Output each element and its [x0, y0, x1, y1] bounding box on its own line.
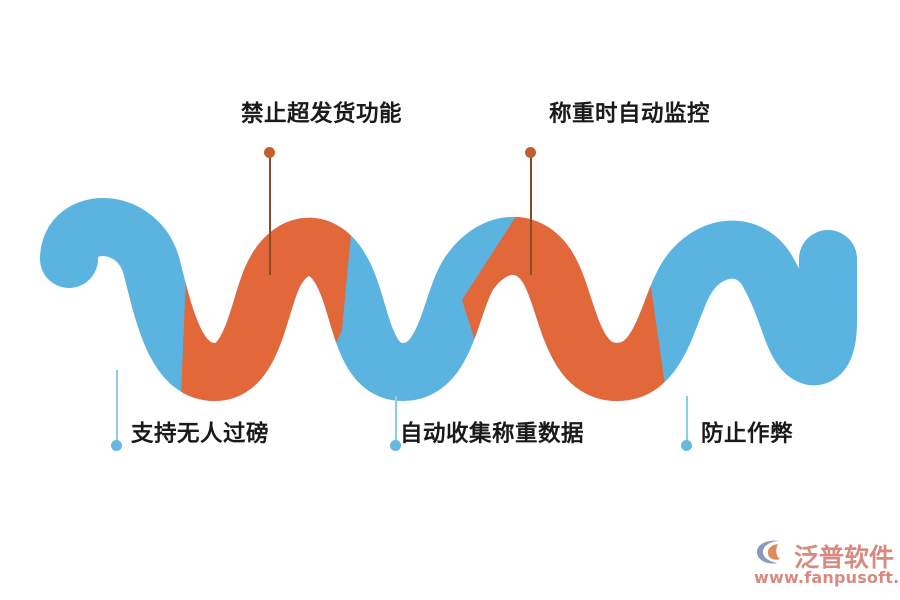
callout-bottom-3-line — [686, 396, 688, 444]
callout-top-1-line — [269, 156, 271, 275]
callout-bottom-1-dot — [111, 440, 122, 451]
watermark-url-text: www.fanpusoft.com — [754, 568, 900, 587]
callout-top-1-dot — [264, 147, 275, 158]
wave-segment-blue-base — [69, 227, 828, 372]
fanpu-swoosh-logo-icon — [756, 540, 780, 564]
callout-top-2-label: 称重时自动监控 — [549, 101, 711, 127]
callout-bottom-3-label: 防止作弊 — [701, 421, 794, 447]
callout-bottom-3-dot — [681, 440, 692, 451]
watermark: 泛普软件 www.fanpusoft.com — [752, 536, 900, 592]
callout-top-2-dot — [525, 147, 536, 158]
callout-bottom-1-label: 支持无人过磅 — [131, 421, 270, 447]
callout-top-1-label: 禁止超发货功能 — [241, 101, 403, 127]
callout-bottom-2-line — [395, 396, 397, 444]
watermark-brand-text: 泛普软件 — [794, 543, 895, 572]
callout-top-2-line — [530, 156, 532, 275]
callout-bottom-2-dot — [390, 440, 401, 451]
callout-bottom-2-label: 自动收集称重数据 — [400, 421, 585, 447]
callout-bottom-1-line — [116, 370, 118, 444]
